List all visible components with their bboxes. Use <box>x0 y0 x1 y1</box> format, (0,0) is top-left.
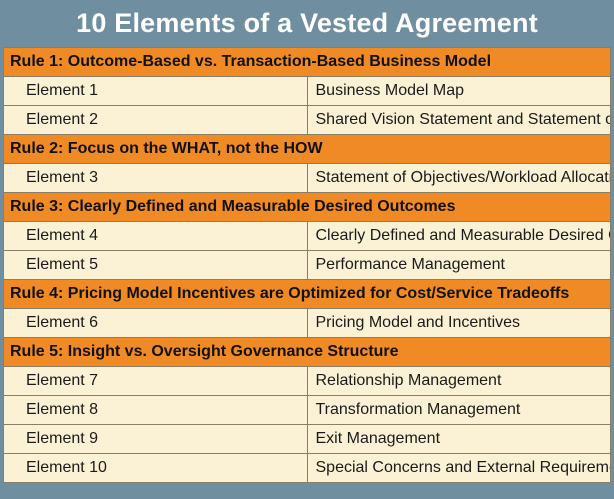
element-row: Element 7 Relationship Management <box>3 366 611 396</box>
rule-label: Rule 3: Clearly Defined and Measurable D… <box>3 192 611 222</box>
element-label: Element 2 <box>3 105 308 135</box>
element-label: Element 1 <box>3 76 308 106</box>
element-row: Element 9 Exit Management <box>3 424 611 454</box>
element-description: Exit Management <box>306 424 611 454</box>
rule-row: Rule 4: Pricing Model Incentives are Opt… <box>3 279 611 309</box>
element-description: Performance Management <box>306 250 611 280</box>
element-description: Shared Vision Statement and Statement of… <box>306 105 611 135</box>
element-row: Element 8 Transformation Management <box>3 395 611 425</box>
element-label: Element 10 <box>3 453 308 483</box>
rule-label: Rule 1: Outcome-Based vs. Transaction-Ba… <box>3 47 611 77</box>
element-label: Element 5 <box>3 250 308 280</box>
element-row: Element 2 Shared Vision Statement and St… <box>3 105 611 135</box>
element-description: Statement of Objectives/Workload Allocat… <box>306 163 611 193</box>
element-row: Element 1 Business Model Map <box>3 76 611 106</box>
element-row: Element 3 Statement of Objectives/Worklo… <box>3 163 611 193</box>
rule-row: Rule 2: Focus on the WHAT, not the HOW <box>3 134 611 164</box>
element-description: Business Model Map <box>306 76 611 106</box>
element-label: Element 7 <box>3 366 308 396</box>
element-label: Element 4 <box>3 221 308 251</box>
element-row: Element 6 Pricing Model and Incentives <box>3 308 611 338</box>
rule-label: Rule 2: Focus on the WHAT, not the HOW <box>3 134 611 164</box>
element-description: Pricing Model and Incentives <box>306 308 611 338</box>
element-label: Element 8 <box>3 395 308 425</box>
element-description: Special Concerns and External Requiremen… <box>306 453 611 483</box>
element-row: Element 5 Performance Management <box>3 250 611 280</box>
rule-row: Rule 3: Clearly Defined and Measurable D… <box>3 192 611 222</box>
rule-row: Rule 1: Outcome-Based vs. Transaction-Ba… <box>3 47 611 77</box>
element-row: Element 10 Special Concerns and External… <box>3 453 611 483</box>
elements-table: Rule 1: Outcome-Based vs. Transaction-Ba… <box>3 47 611 483</box>
elements-table-body: Rule 1: Outcome-Based vs. Transaction-Ba… <box>3 47 611 483</box>
rule-row: Rule 5: Insight vs. Oversight Governance… <box>3 337 611 367</box>
element-label: Element 3 <box>3 163 308 193</box>
element-description: Transformation Management <box>306 395 611 425</box>
element-label: Element 9 <box>3 424 308 454</box>
element-label: Element 6 <box>3 308 308 338</box>
rule-label: Rule 4: Pricing Model Incentives are Opt… <box>3 279 611 309</box>
element-row: Element 4 Clearly Defined and Measurable… <box>3 221 611 251</box>
element-description: Relationship Management <box>306 366 611 396</box>
element-description: Clearly Defined and Measurable Desired O… <box>306 221 611 251</box>
rule-label: Rule 5: Insight vs. Oversight Governance… <box>3 337 611 367</box>
page-title: 10 Elements of a Vested Agreement <box>76 8 538 38</box>
